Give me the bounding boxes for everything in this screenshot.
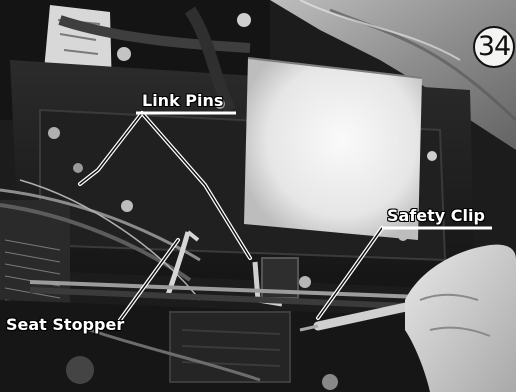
callout-link-pins: Link Pins xyxy=(142,91,224,110)
callout-safety-clip: Safety Clip xyxy=(387,206,485,225)
callout-seat-stopper: Seat Stopper xyxy=(6,315,125,334)
figure-number-badge: 34 xyxy=(473,26,515,68)
